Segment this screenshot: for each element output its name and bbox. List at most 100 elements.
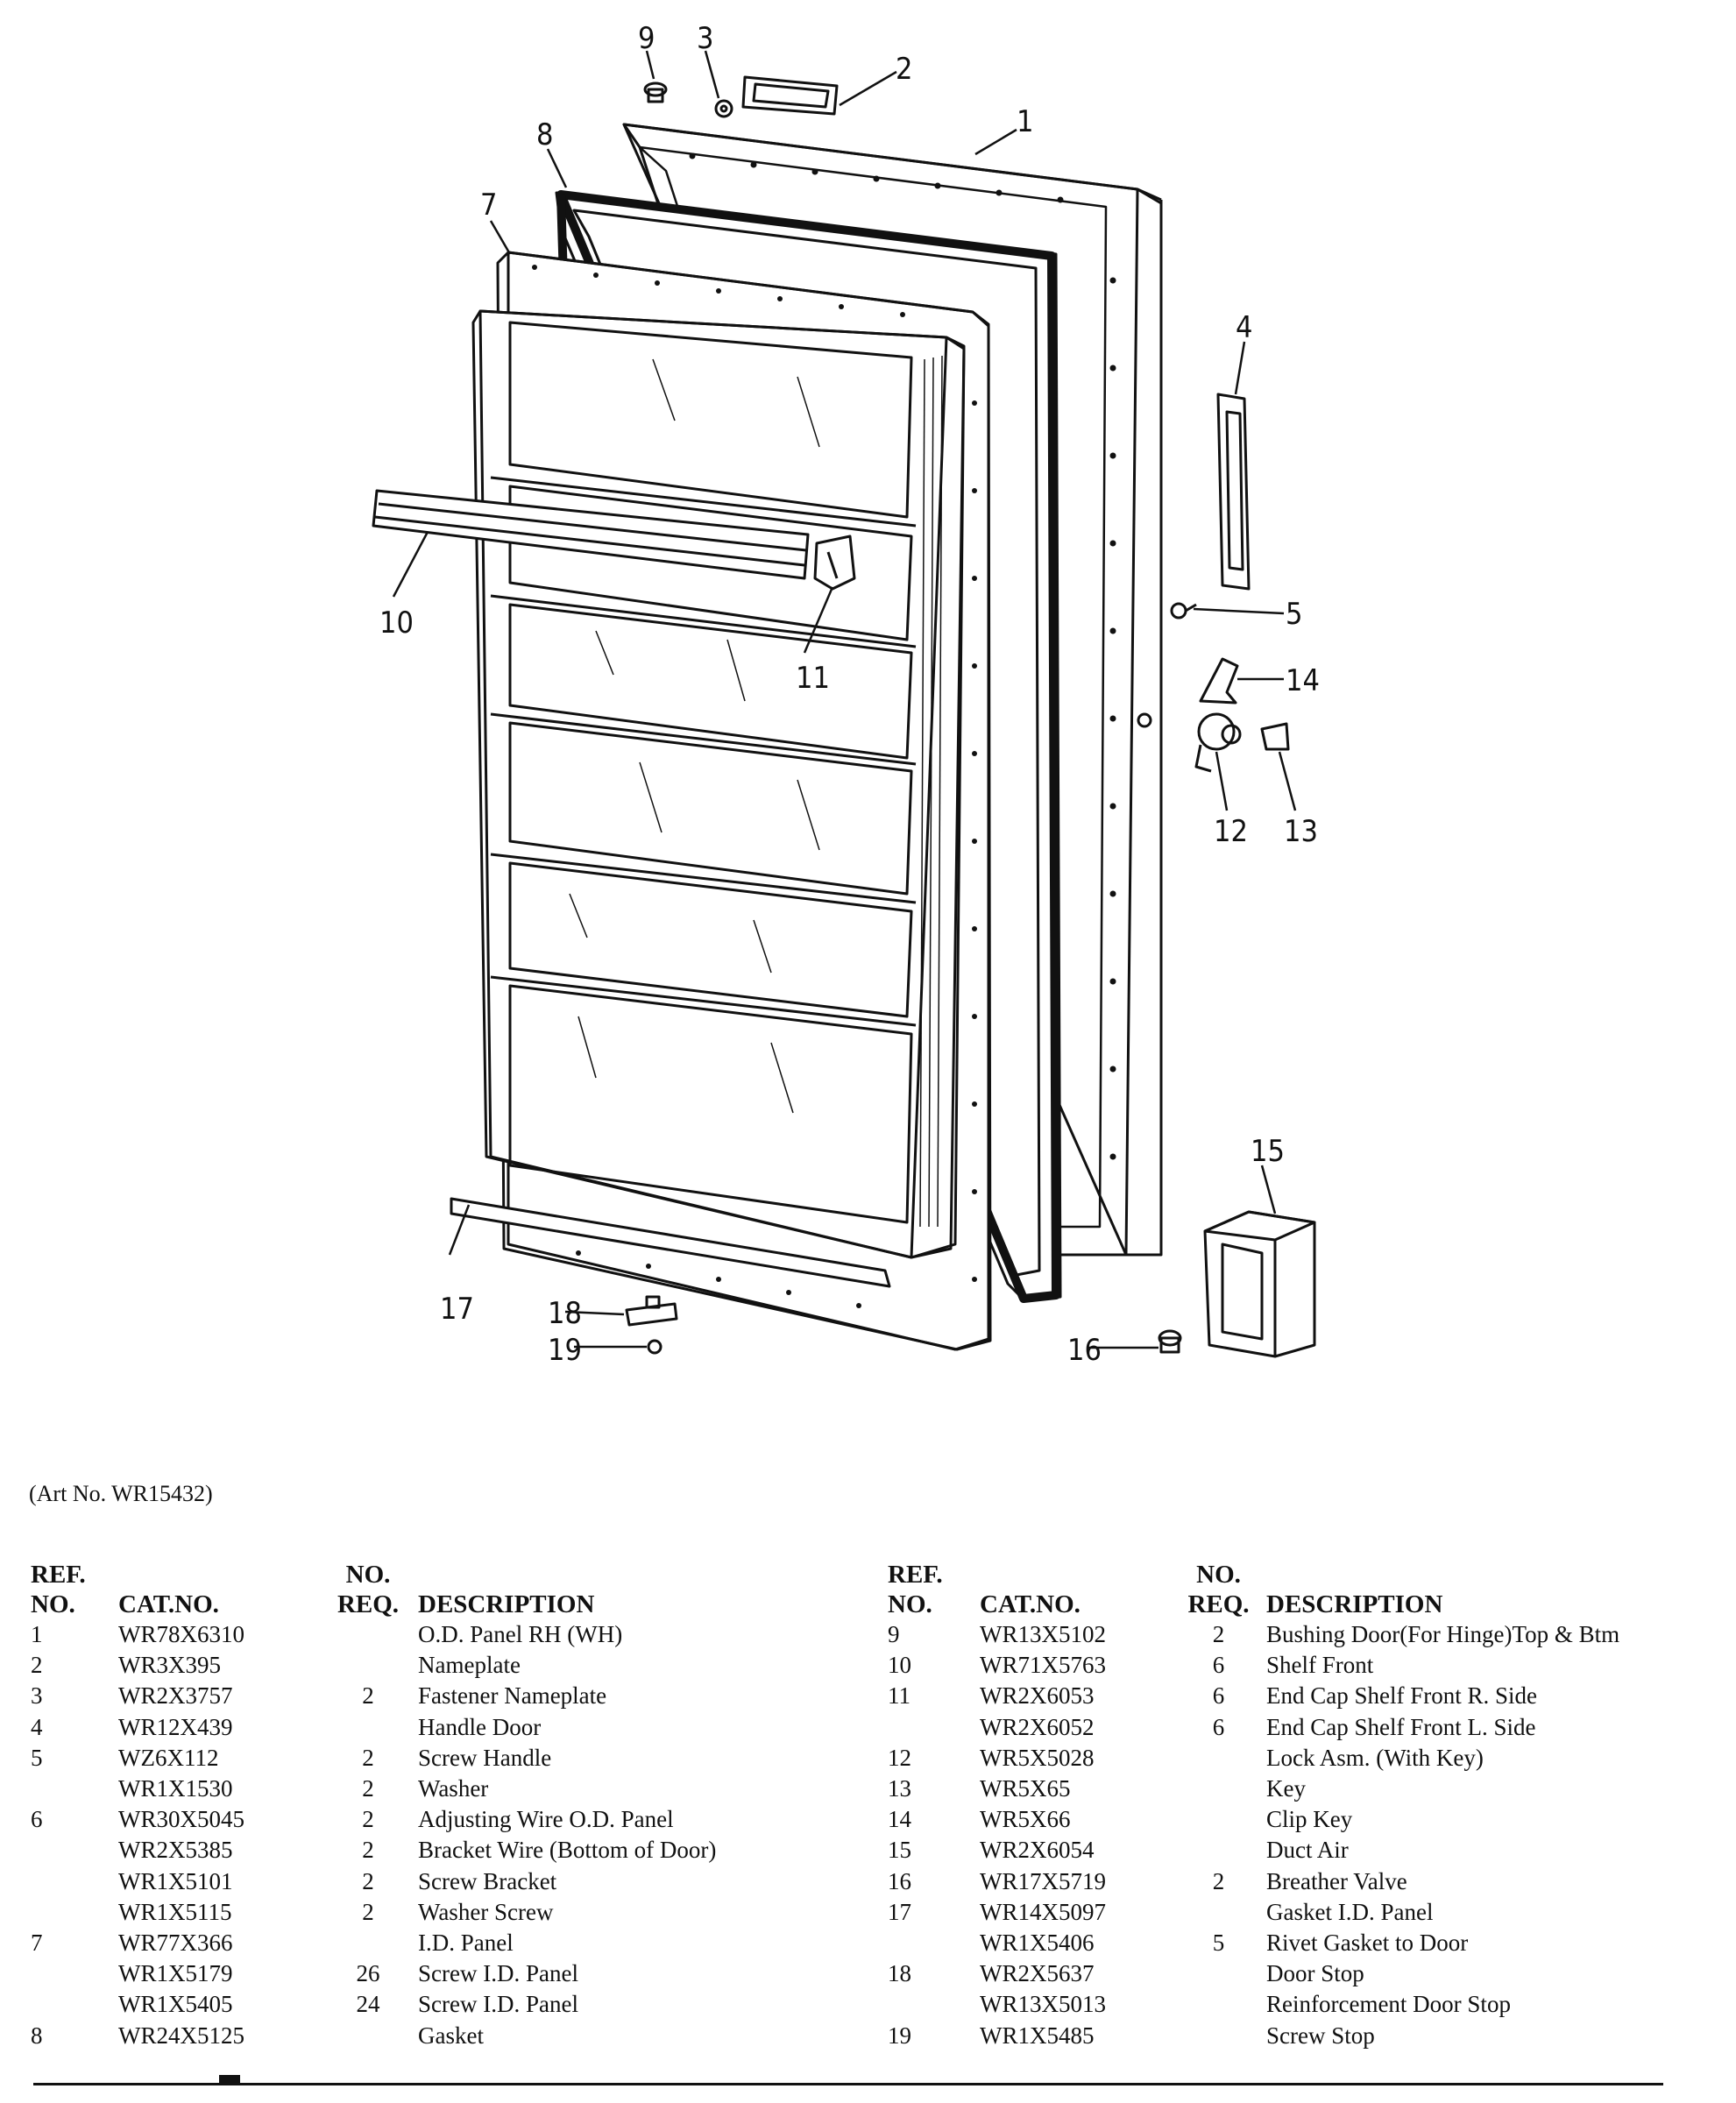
description-cell: Reinforcement Door Stop bbox=[1266, 1991, 1511, 2018]
description-cell: End Cap Shelf Front R. Side bbox=[1266, 1682, 1537, 1710]
ref-cell: 6 bbox=[31, 1806, 43, 1833]
bushing bbox=[643, 81, 668, 103]
key bbox=[1260, 722, 1290, 751]
cat-no-cell: WR3X395 bbox=[118, 1652, 221, 1679]
door-stop bbox=[625, 1295, 678, 1327]
cat-no-cell: WR30X5045 bbox=[118, 1806, 244, 1833]
nameplate bbox=[741, 75, 839, 116]
cat-no-cell: WZ6X112 bbox=[118, 1744, 219, 1771]
qty-cell: 26 bbox=[356, 1960, 380, 1987]
description-cell: Duct Air bbox=[1266, 1837, 1349, 1864]
qty-cell bbox=[1181, 1835, 1256, 1866]
qty-cell: 6 bbox=[1212, 1682, 1225, 1710]
header-req-bottom: REQ. bbox=[1187, 1590, 1250, 1618]
ref-cell: 8 bbox=[31, 2022, 43, 2049]
ref-cell: 16 bbox=[888, 1867, 911, 1894]
cat-no-cell: WR24X5125 bbox=[118, 2022, 244, 2049]
header-ref-top: REF. bbox=[31, 1561, 86, 1589]
clip-key bbox=[1199, 657, 1239, 705]
end-cap-shelf-front bbox=[813, 535, 856, 591]
ref-cell: 1 bbox=[31, 1621, 43, 1647]
qty-cell bbox=[1181, 2021, 1256, 2051]
callout-12: 12 bbox=[1214, 814, 1248, 849]
qty-cell: 2 bbox=[1212, 1621, 1225, 1647]
qty-cell: 2 bbox=[362, 1867, 374, 1894]
duct-air bbox=[1203, 1210, 1316, 1358]
ref-cell bbox=[888, 1712, 980, 1743]
cat-no-cell: WR1X5179 bbox=[118, 1960, 233, 1987]
description-cell: Screw I.D. Panel bbox=[418, 1991, 578, 2018]
qty-cell bbox=[1181, 1989, 1256, 2020]
qty-cell bbox=[329, 2021, 407, 2051]
qty-cell bbox=[329, 1928, 407, 1958]
screw-stop bbox=[647, 1339, 663, 1355]
ref-cell bbox=[31, 1866, 118, 1897]
description-cell: Fastener Nameplate bbox=[418, 1682, 607, 1710]
cat-no-cell: WR2X5637 bbox=[980, 1960, 1095, 1987]
description-cell: Washer bbox=[418, 1775, 489, 1802]
qty-cell: 2 bbox=[362, 1898, 374, 1925]
description-cell: Gasket I.D. Panel bbox=[1266, 1898, 1434, 1925]
ref-cell: 2 bbox=[31, 1652, 43, 1679]
header-desc: DESCRIPTION bbox=[1266, 1590, 1443, 1618]
table-row: 8 WR24X5125 Gasket bbox=[31, 2021, 819, 2051]
cat-no-cell: WR71X5763 bbox=[980, 1652, 1106, 1679]
shelf-front bbox=[372, 489, 810, 580]
description-cell: Screw I.D. Panel bbox=[418, 1960, 578, 1987]
qty-cell: 6 bbox=[1212, 1713, 1225, 1740]
qty-cell: 24 bbox=[356, 1991, 380, 2018]
description-cell: Gasket bbox=[418, 2022, 484, 2049]
description-cell: Bracket Wire (Bottom of Door) bbox=[418, 1837, 717, 1864]
ref-cell: 13 bbox=[888, 1775, 911, 1802]
cat-no-cell: WR2X6053 bbox=[980, 1682, 1095, 1710]
ref-cell: 18 bbox=[888, 1960, 911, 1987]
description-cell: Rivet Gasket to Door bbox=[1266, 1930, 1469, 1957]
description-cell: Bushing Door(For Hinge)Top & Btm bbox=[1266, 1621, 1620, 1647]
description-cell: Screw Handle bbox=[418, 1744, 552, 1771]
header-req-top: NO. bbox=[345, 1561, 391, 1589]
qty-cell bbox=[1181, 1774, 1256, 1804]
callout-17: 17 bbox=[440, 1292, 474, 1327]
callout-3: 3 bbox=[697, 21, 713, 56]
callout-14: 14 bbox=[1286, 663, 1320, 698]
ref-cell bbox=[31, 1835, 118, 1866]
ref-cell: 5 bbox=[31, 1744, 43, 1771]
header-ref-bottom: NO. bbox=[31, 1590, 75, 1618]
ref-cell bbox=[31, 1958, 118, 1989]
callout-16: 16 bbox=[1067, 1333, 1102, 1368]
cat-no-cell: WR77X366 bbox=[118, 1930, 233, 1957]
qty-cell bbox=[329, 1712, 407, 1743]
ref-cell: 7 bbox=[31, 1930, 43, 1957]
cat-no-cell: WR13X5013 bbox=[980, 1991, 1106, 2018]
cat-no-cell: WR1X5485 bbox=[980, 2022, 1095, 2049]
ref-cell: 4 bbox=[31, 1713, 43, 1740]
description-cell: Screw Bracket bbox=[418, 1867, 557, 1894]
qty-cell: 2 bbox=[1212, 1867, 1225, 1894]
cat-no-cell: WR1X5406 bbox=[980, 1930, 1095, 1957]
table-row: WR13X5013 Reinforcement Door Stop bbox=[888, 1989, 1720, 2020]
breather-valve bbox=[1158, 1329, 1182, 1354]
description-cell: Door Stop bbox=[1266, 1960, 1364, 1987]
handle-door bbox=[1216, 393, 1251, 591]
description-cell: Key bbox=[1266, 1775, 1306, 1802]
header-ref-bottom: NO. bbox=[888, 1590, 932, 1618]
ref-cell bbox=[31, 1989, 118, 2020]
cat-no-cell: WR2X6052 bbox=[980, 1713, 1095, 1740]
